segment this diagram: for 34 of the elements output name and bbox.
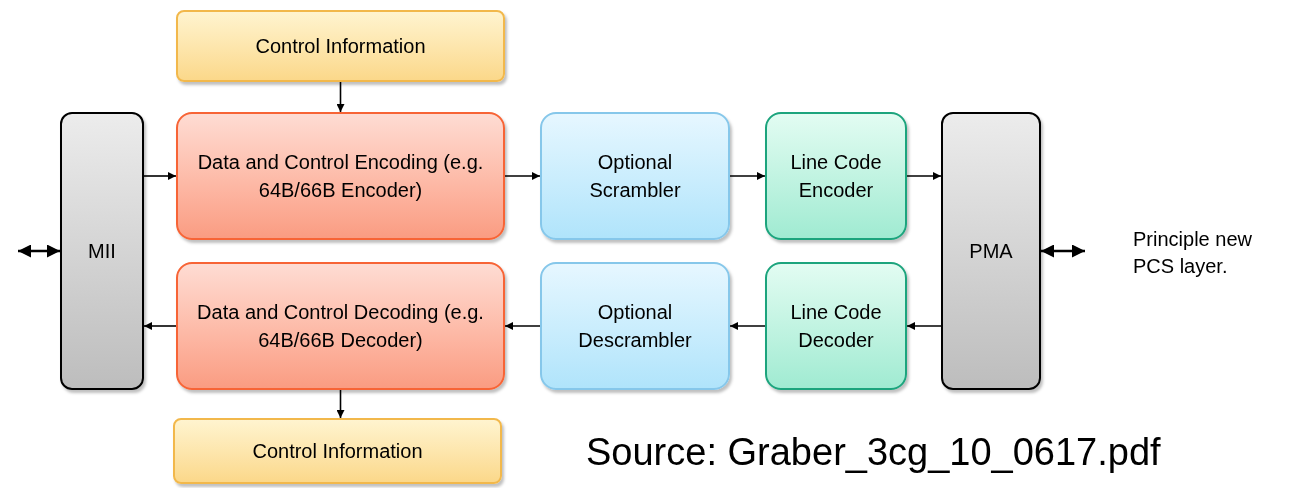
arrow [143,322,177,330]
info-box [173,418,502,484]
process-box [540,112,730,240]
node-label: Optional Scrambler [588,150,682,203]
node-label: Line Code Decoder [789,300,883,353]
node-label: Control Information [252,439,423,464]
source-note: Source: Graber_3cg_10_0617.pdf [586,430,1161,475]
node-label: Line Code Encoder [789,150,883,203]
node-label: MII [88,239,116,264]
arrow [18,244,60,258]
process-box [176,262,505,390]
process-box [176,112,505,240]
arrow [504,322,541,330]
process-box [765,262,907,390]
layer-block [60,112,144,390]
arrow [729,322,766,330]
process-box [765,112,907,240]
arrow [906,322,942,330]
node-label: Data and Control Decoding (e.g. 64B/66B Decoder) [196,300,485,353]
arrow [906,172,942,180]
arrow [729,172,766,180]
arrow [1041,244,1085,258]
node-label: Optional Descrambler [577,300,693,353]
arrow [336,389,345,419]
info-box [176,10,505,82]
arrow [143,172,177,180]
arrow [336,81,345,113]
node-label: PMA [969,239,1013,264]
process-box [540,262,730,390]
note-text: Principle new PCS layer. [1133,227,1253,279]
layer-block [941,112,1041,390]
node-label: Control Information [255,34,426,59]
arrow [504,172,541,180]
node-label: Data and Control Encoding (e.g. 64B/66B Encoder) [196,150,485,203]
